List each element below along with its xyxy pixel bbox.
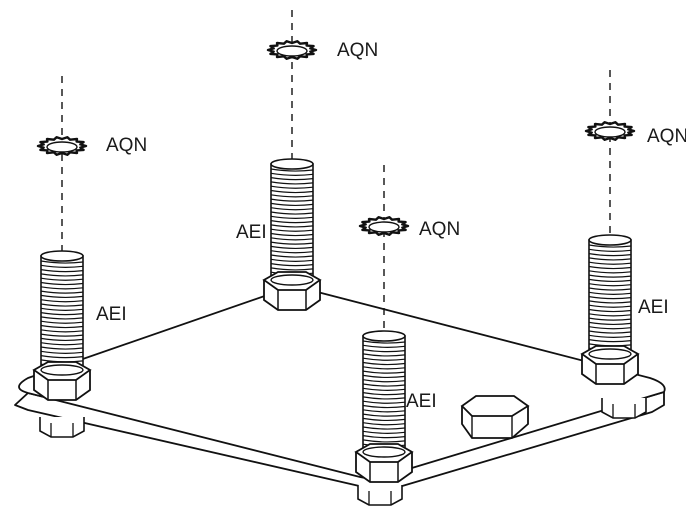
hex-nut xyxy=(263,271,321,311)
hex-nut xyxy=(355,443,413,483)
label-bolt-1: AEI xyxy=(236,222,267,243)
loose-hex-nut xyxy=(460,395,530,439)
under-plate-nuts xyxy=(39,398,647,506)
label-washer-3: AQN xyxy=(419,219,460,240)
star-lock-washer xyxy=(584,121,636,141)
bolt-assemblies xyxy=(33,10,639,483)
bolt-assembly-3 xyxy=(355,165,413,483)
threaded-bolt xyxy=(270,158,314,279)
label-bolt-3: AEI xyxy=(406,391,437,412)
label-bolt-2: AEI xyxy=(96,304,127,325)
label-washer-2: AQN xyxy=(106,135,147,156)
hex-nut xyxy=(581,345,639,385)
bolt-assembly-4 xyxy=(581,70,639,385)
part-labels: AQN AQN AQN AQN AEI AEI AEI AEI xyxy=(96,40,686,412)
bolt-assembly-1 xyxy=(263,10,321,311)
star-lock-washer xyxy=(266,40,318,60)
star-lock-washer xyxy=(358,216,410,236)
threaded-bolt xyxy=(588,234,632,353)
star-lock-washer xyxy=(36,136,88,156)
label-washer-1: AQN xyxy=(337,40,378,61)
under-nut-2 xyxy=(601,398,647,419)
threaded-bolt xyxy=(40,250,84,369)
under-nut-3 xyxy=(357,485,403,506)
under-nut-1 xyxy=(39,417,85,438)
bolt-assembly-2 xyxy=(33,76,91,401)
label-washer-4: AQN xyxy=(647,126,686,147)
threaded-bolt xyxy=(362,330,406,451)
label-bolt-4: AEI xyxy=(638,297,669,318)
hex-nut xyxy=(33,361,91,401)
